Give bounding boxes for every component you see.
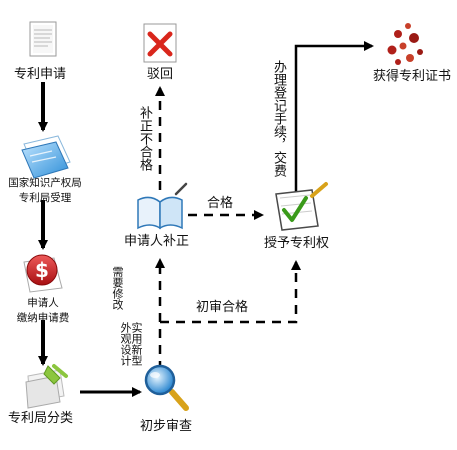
edge-not-qualified: 补正不合格	[137, 106, 152, 171]
edge-utility-design: 实用新型 外观设计	[119, 322, 143, 366]
node-preliminary: 初步审查	[140, 419, 193, 434]
document-icon	[29, 21, 57, 57]
node-apply: 专利申请	[14, 67, 67, 82]
papers-icon	[21, 135, 71, 179]
node-reject: 驳回	[147, 67, 174, 82]
node-pay-fee: 申请人 缴纳申请费	[16, 297, 70, 324]
reject-x-icon	[143, 23, 177, 63]
edge-need-modify: 需要修改	[111, 266, 124, 310]
edge-preliminary-pass: 初审合格	[196, 300, 249, 315]
arrow-preliminary-pass-to-grant	[160, 260, 301, 324]
node-supplement: 申请人补正	[124, 234, 190, 249]
arrow-grant-to-certificate	[294, 41, 374, 192]
open-book-icon	[137, 182, 188, 230]
node-classify: 专利局分类	[8, 411, 74, 426]
edge-register-pay: 办理登记手续，交费	[271, 60, 286, 177]
checklist-icon	[275, 182, 328, 231]
edge-qualified: 合格	[207, 196, 234, 211]
magnifier-icon	[144, 364, 189, 411]
node-grant: 授予专利权	[264, 236, 330, 251]
folder-icon	[25, 364, 68, 409]
certificate-seal-icon	[387, 23, 423, 65]
svg-text:$: $	[35, 258, 49, 282]
node-certificate: 获得专利证书	[373, 69, 452, 84]
node-office-accept: 国家知识产权局 专利局受理	[8, 177, 82, 204]
dollar-icon: $	[23, 254, 63, 293]
